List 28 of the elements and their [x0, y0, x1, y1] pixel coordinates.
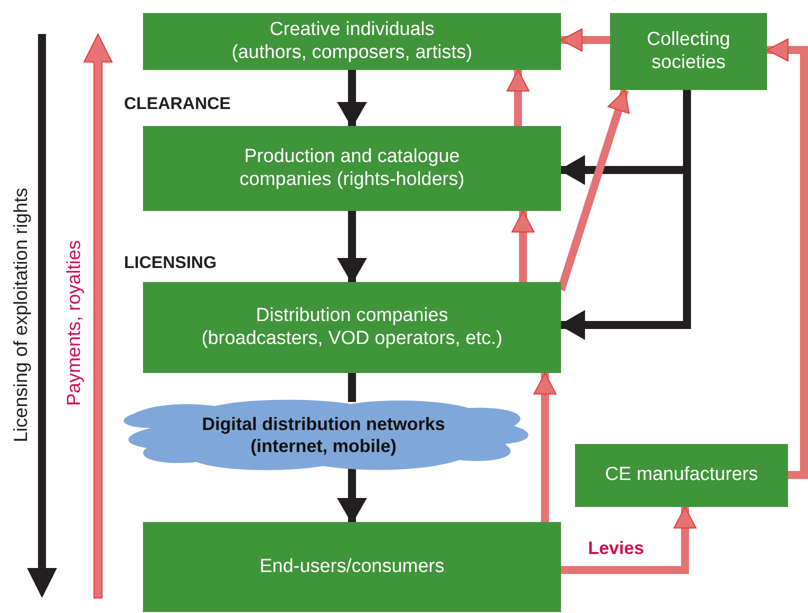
- arrow: [766, 38, 808, 479]
- process-box: [575, 444, 788, 507]
- box-label: Production and catalogue companies (rights-holders): [238, 146, 466, 192]
- box-label: Distribution companies (broadcasters, VOD operators, etc.): [200, 304, 504, 350]
- arrow: [506, 70, 530, 126]
- box-label: Creative individuals (authors, composers, artists): [230, 18, 474, 64]
- axis-label: Licensing of exploitation rights: [11, 188, 33, 442]
- arrow: [337, 468, 367, 524]
- arrow: [560, 28, 610, 52]
- arrow: [512, 210, 534, 282]
- cloud-label: Digital distribution networks (internet, mobile): [200, 412, 446, 458]
- arrow: [534, 372, 556, 522]
- process-box: [143, 282, 561, 373]
- process-box: [143, 13, 561, 70]
- box-label: End-users/consumers: [260, 556, 444, 578]
- process-box: [143, 126, 561, 211]
- connector-line: [348, 373, 356, 402]
- arrow: [337, 70, 367, 128]
- stage-label: LICENSING: [124, 253, 217, 273]
- axis-label: Payments, royalties: [64, 240, 86, 406]
- box-label: Collecting societies: [646, 28, 732, 74]
- stage-label: CLEARANCE: [124, 94, 231, 114]
- arrow: [557, 88, 630, 292]
- arrow: [337, 211, 367, 284]
- process-box: [610, 13, 767, 90]
- process-box: [143, 522, 561, 612]
- arrow: [561, 506, 696, 574]
- box-label: CE manufacturers: [604, 464, 758, 487]
